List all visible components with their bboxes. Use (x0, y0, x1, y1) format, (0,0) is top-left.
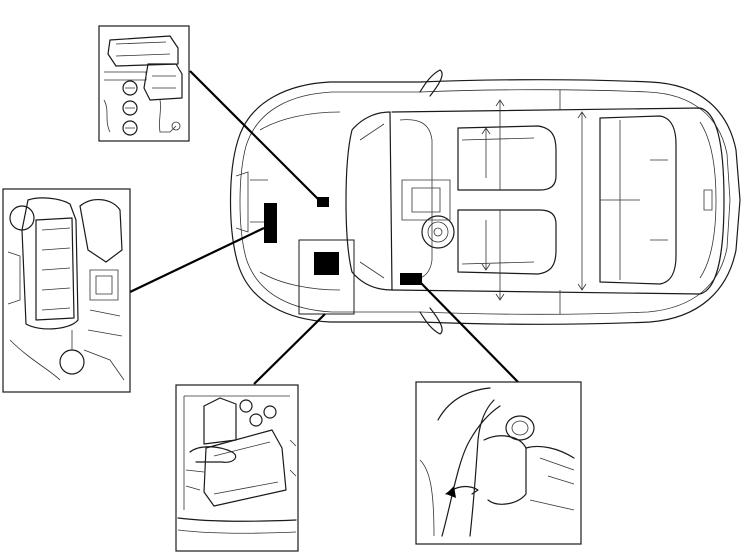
detail-box-right (415, 381, 582, 545)
door-connector-icon (419, 387, 575, 537)
relay-bracket-icon (103, 35, 183, 136)
leader-line-top (189, 70, 319, 200)
detail-box-left (2, 188, 131, 393)
highlight-frame (298, 239, 355, 315)
car-top-view (229, 69, 741, 335)
control-module-icon (177, 395, 297, 534)
leader-line-right (419, 281, 519, 383)
detail-box-top (98, 25, 190, 142)
location-marker-2 (264, 203, 277, 243)
fuse-block-icon (7, 197, 125, 381)
leader-line-left (129, 227, 265, 293)
detail-box-bottom (175, 384, 299, 552)
location-marker-1 (317, 197, 329, 207)
location-marker-4 (400, 273, 422, 285)
leader-line-bottom (253, 313, 326, 385)
location-marker-3 (314, 252, 339, 275)
